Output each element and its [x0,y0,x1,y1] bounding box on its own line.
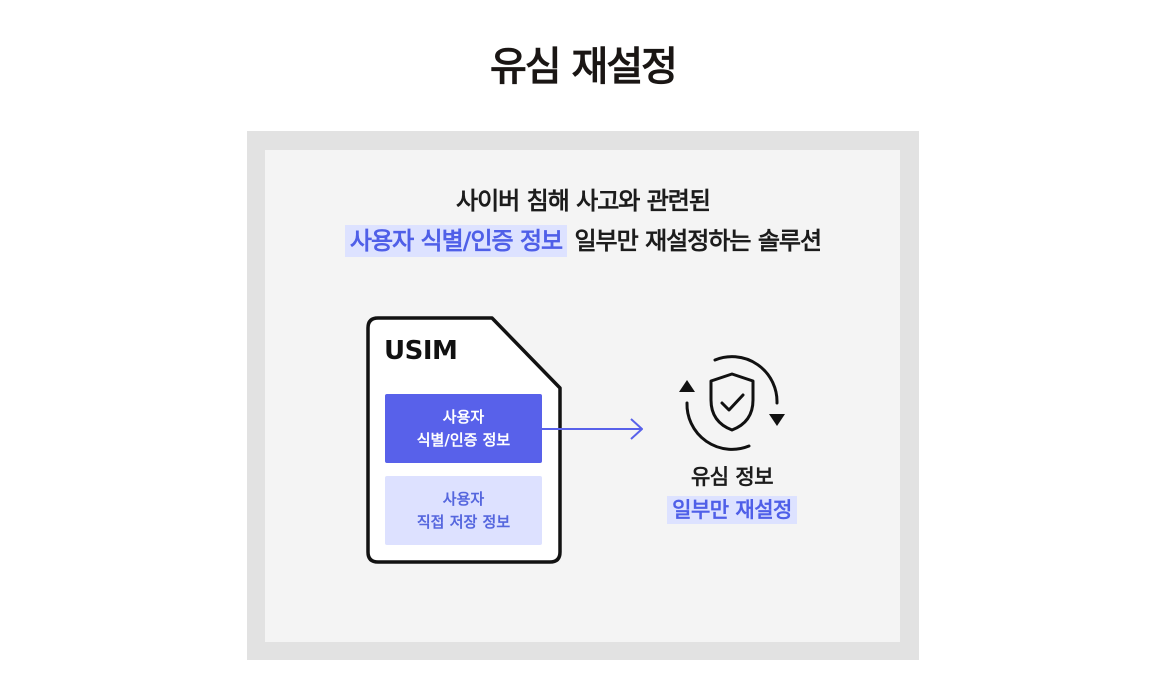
usim-label: USIM [384,336,458,366]
stored-info-line-2: 직접 저장 정보 [416,512,511,531]
shield-check-refresh-icon [679,355,785,451]
info-panel: 사이버 침해 사고와 관련된 사용자 식별/인증 정보 일부만 재설정하는 솔루… [247,131,919,660]
arrow-right-icon [542,418,643,440]
stored-info-line-1: 사용자 [442,489,485,508]
description-line-1: 사이버 침해 사고와 관련된 [456,187,711,215]
description-line-2: 사용자 식별/인증 정보 일부만 재설정하는 솔루션 [247,221,919,257]
result-highlight: 일부만 재설정 [667,496,797,524]
page-title: 유심 재설정 [490,44,678,90]
stored-info-box: 사용자 직접 저장 정보 [385,476,542,545]
result-line-1: 유심 정보 [690,465,774,489]
auth-info-line-2: 식별/인증 정보 [416,430,511,449]
auth-info-box: 사용자 식별/인증 정보 [385,394,542,463]
description-highlight: 사용자 식별/인증 정보 [344,225,568,257]
description-rest: 일부만 재설정하는 솔루션 [567,227,822,255]
auth-info-line-1: 사용자 [442,407,485,426]
result-line-2: 일부만 재설정 [637,494,827,524]
